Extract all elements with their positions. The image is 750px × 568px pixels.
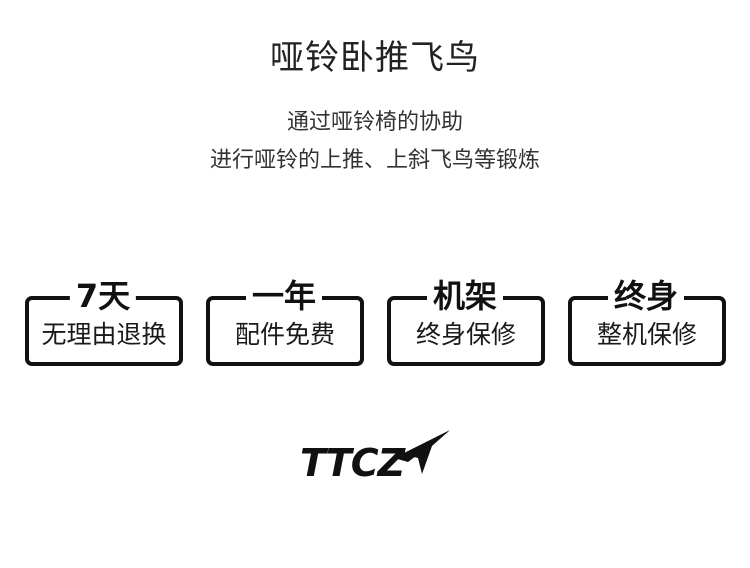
page-title: 哑铃卧推飞鸟 xyxy=(270,38,480,78)
badge-heading: 终身 xyxy=(607,276,685,316)
badge-one-year-parts: 一年 配件免费 xyxy=(206,276,364,366)
badge-heading: 一年 xyxy=(245,276,323,316)
subtitle-line-2: 进行哑铃的上推、上斜飞鸟等锻炼 xyxy=(209,148,540,173)
badge-text: 整机保修 xyxy=(596,320,697,349)
badge-heading: 7天 xyxy=(69,276,137,316)
badge-text: 配件免费 xyxy=(234,320,335,349)
logo-wordmark: TTCZ xyxy=(300,441,407,482)
badge-7-day-return: 7天 无理由退换 xyxy=(25,276,183,366)
badge-text: 终身保修 xyxy=(415,320,516,349)
badge-lifetime-warranty: 终身 整机保修 xyxy=(568,276,726,366)
subtitle-line-1: 通过哑铃椅的协助 xyxy=(286,110,463,135)
badge-rack-warranty: 机架 终身保修 xyxy=(387,276,545,366)
ttcz-logo-icon: TTCZ xyxy=(298,428,452,485)
badge-heading: 机架 xyxy=(426,276,504,316)
badge-text: 无理由退换 xyxy=(41,320,167,349)
